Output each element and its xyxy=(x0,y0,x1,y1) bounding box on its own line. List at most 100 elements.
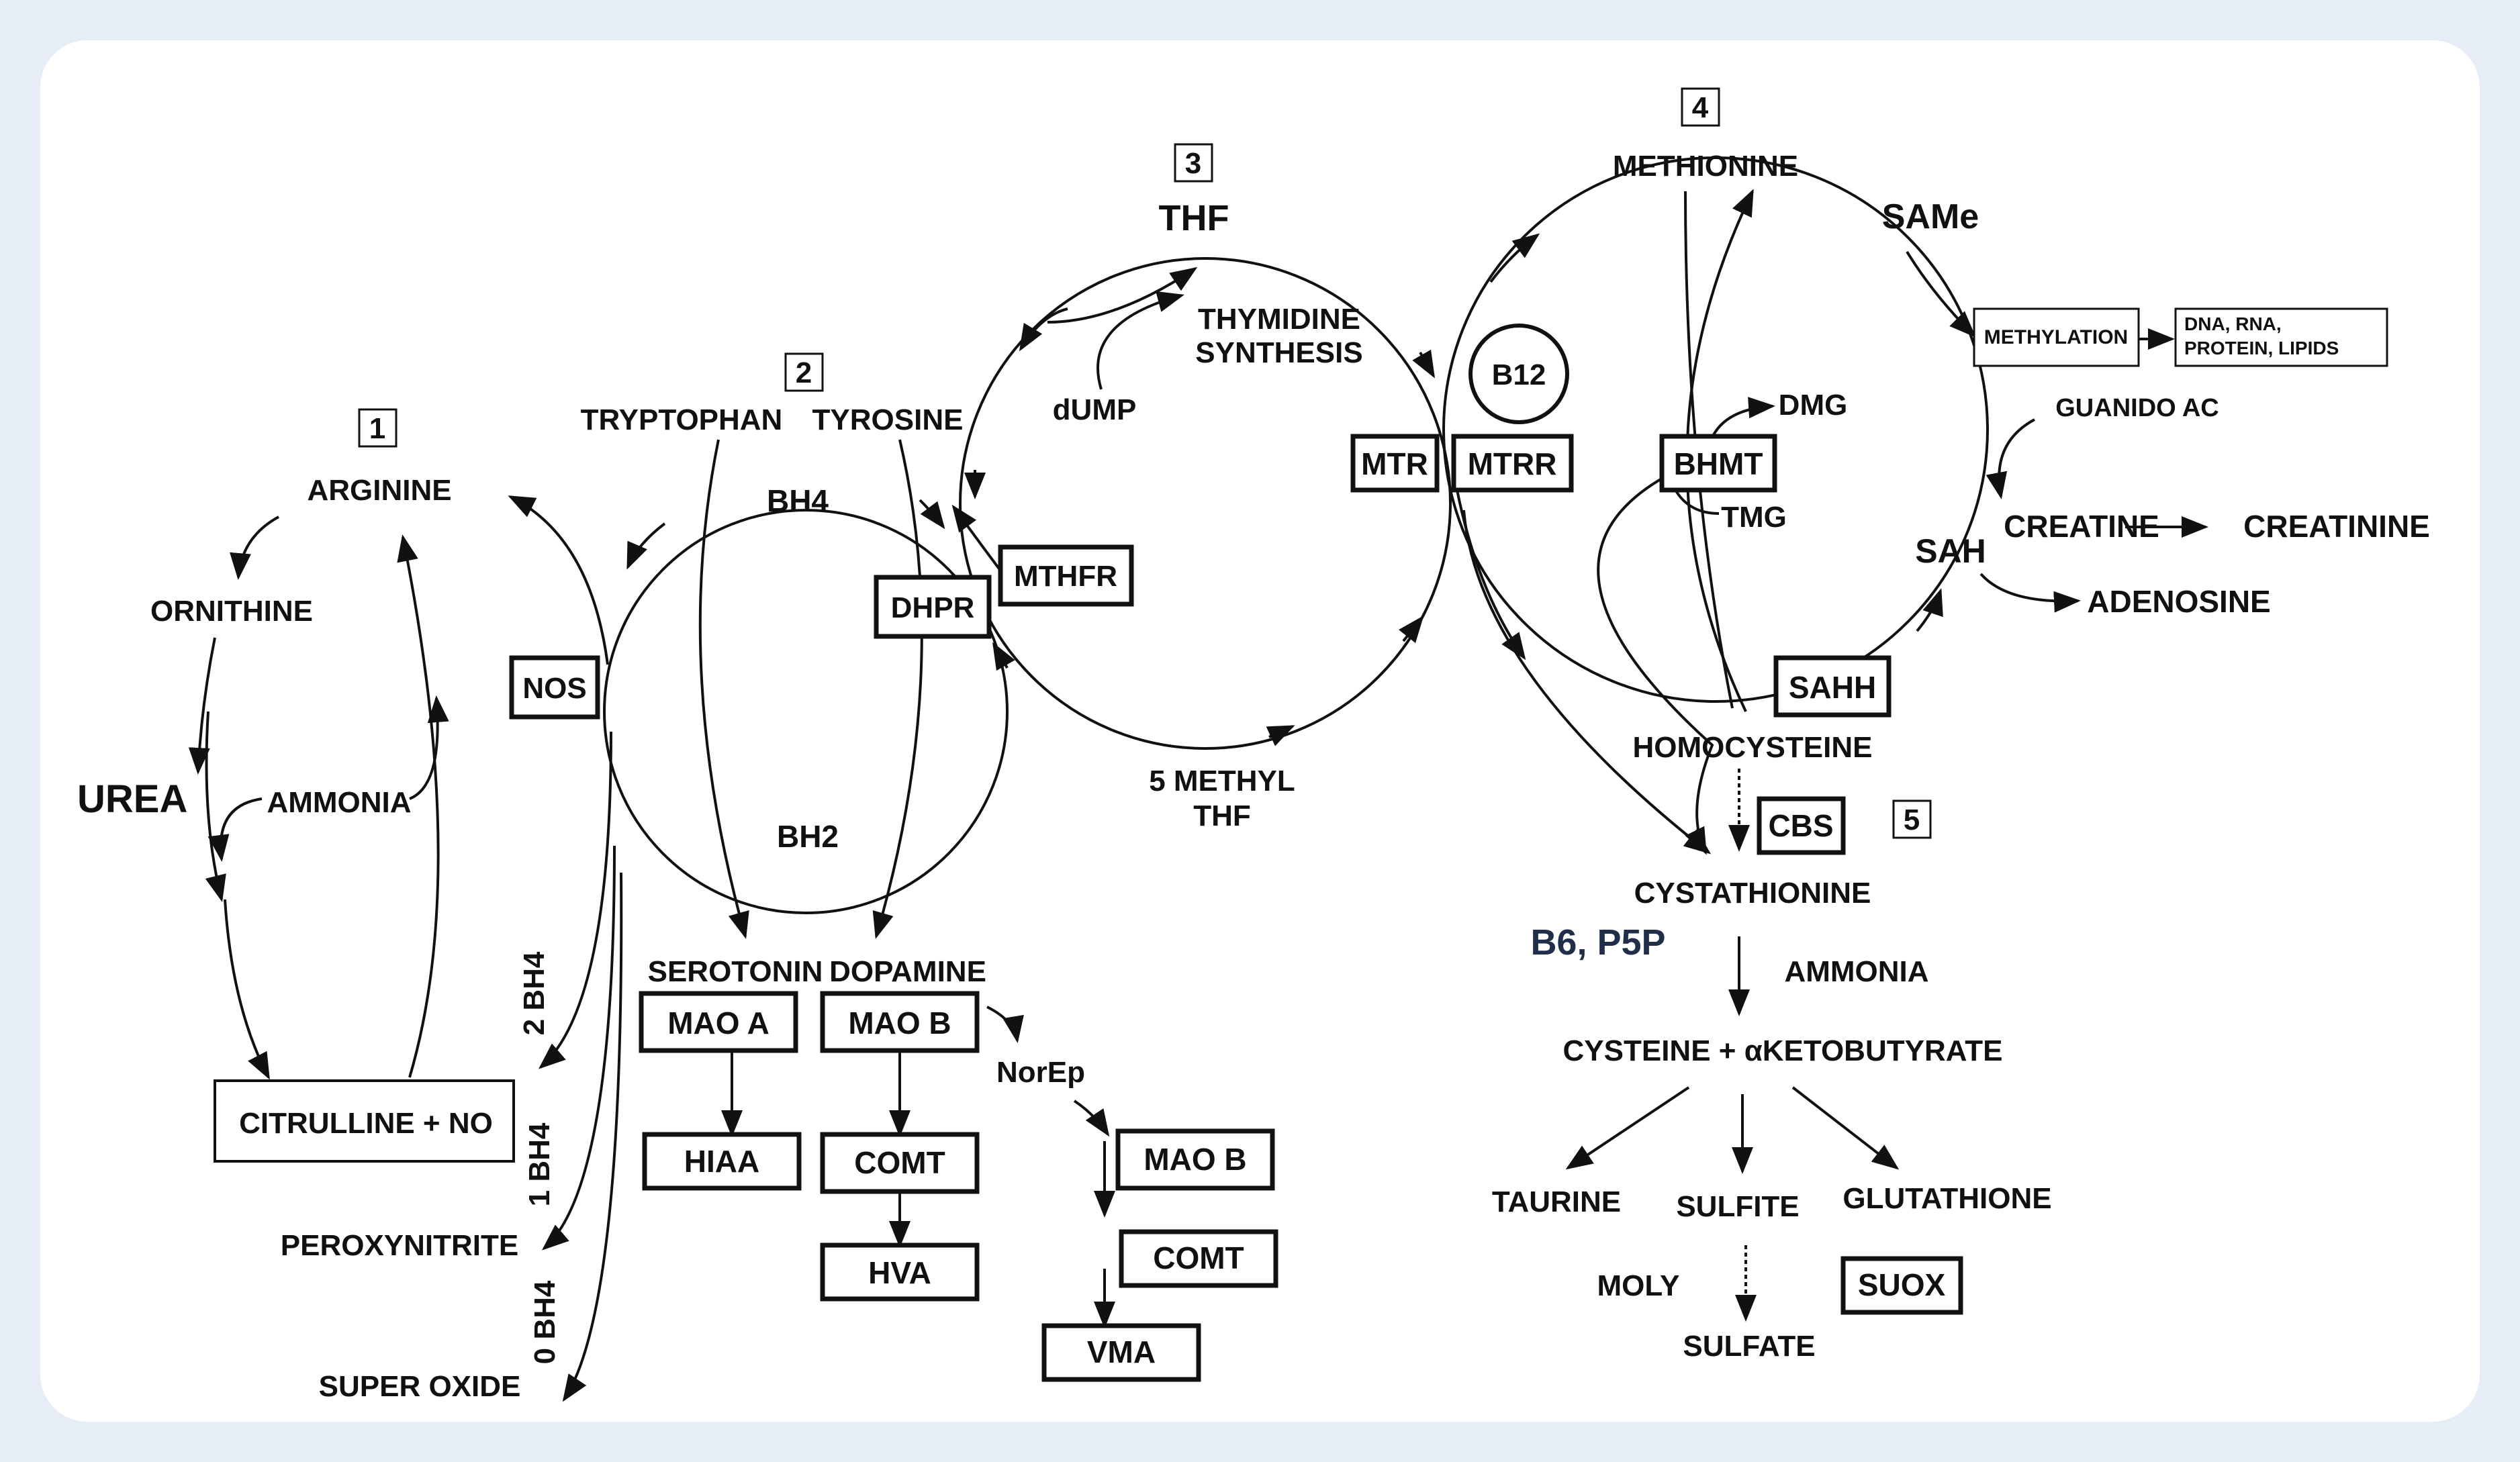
arrow-cysteine-glutathione xyxy=(1791,1086,1900,1170)
section2-number: 2 xyxy=(796,356,812,389)
arrow-sah-up xyxy=(1916,588,1943,632)
citrulline-label: CITRULLINE + NO xyxy=(239,1107,493,1140)
arrow-cycle3-bottom-left xyxy=(992,642,1015,671)
section5-number: 5 xyxy=(1904,803,1920,836)
mthfr-box xyxy=(998,544,1134,607)
sahh-label: SAHH xyxy=(1789,670,1876,705)
super-oxide-label: SUPER OXIDE xyxy=(319,1370,521,1403)
mtr-label: MTR xyxy=(1361,446,1428,481)
dhpr-box xyxy=(874,575,992,639)
methyl-thf-label-line1: 5 METHYL xyxy=(1149,765,1295,797)
comt2-label: COMT xyxy=(1153,1240,1244,1275)
norep-label: NorEp xyxy=(996,1056,1085,1089)
mtrr-label: MTRR xyxy=(1468,446,1557,481)
mtrr-box xyxy=(1451,434,1574,493)
arrow-left-citrulline xyxy=(224,899,270,1080)
arrow-dopamine-norep xyxy=(986,1006,1024,1043)
maoa-box xyxy=(639,991,798,1053)
arrow-peroxynitrite xyxy=(541,845,616,1251)
boxes xyxy=(214,87,2388,1382)
dna-box xyxy=(2174,307,2388,367)
thf-label: THF xyxy=(1159,198,1229,238)
arrow-cycle3-right-top xyxy=(1412,349,1435,379)
arrow-bh4-left xyxy=(626,522,666,570)
arginine-label: ARGININE xyxy=(307,474,451,507)
suox-box xyxy=(1840,1256,1963,1315)
arrow-tryptophan-serotonin xyxy=(698,439,749,939)
maoa-label: MAO A xyxy=(667,1006,769,1040)
dhpr-label: DHPR xyxy=(891,591,975,624)
thymidine-label-line2: SYNTHESIS xyxy=(1195,336,1362,369)
cycle4-circle xyxy=(1442,156,1989,703)
arrow-mtrr-homocysteine xyxy=(1456,489,1526,661)
ammonia-label: AMMONIA xyxy=(267,786,411,819)
same-label: SAMe xyxy=(1882,197,1979,236)
arrow-bh4-right xyxy=(919,499,945,530)
methyl-thf-label-line2: THF xyxy=(1193,799,1251,832)
bhmt-box xyxy=(1659,434,1777,493)
ammonia5-label: AMMONIA xyxy=(1784,955,1928,988)
hva-box xyxy=(820,1242,980,1302)
bh4-0-label: 0 BH4 xyxy=(528,1280,561,1364)
b12-label: B12 xyxy=(1492,358,1546,391)
bh2-label: BH2 xyxy=(777,819,839,854)
sulfite-label: SULFITE xyxy=(1676,1190,1799,1223)
creatinine-label: CREATININE xyxy=(2243,509,2430,544)
dump-label: dUMP xyxy=(1053,393,1137,426)
suox-label: SUOX xyxy=(1858,1267,1946,1302)
nos-label: NOS xyxy=(522,672,586,705)
section3-number: 3 xyxy=(1185,147,1201,180)
labels: 1 2 3 4 5 ARGININE ORNITHINE UREA AMMONI… xyxy=(77,91,2430,1403)
arrow-mthfr-bh4 xyxy=(951,504,1002,572)
citrulline-box xyxy=(214,1079,515,1163)
cbs-label: CBS xyxy=(1768,808,1833,843)
b12-circle xyxy=(1468,324,1569,424)
homocysteine-label: HOMOCYSTEINE xyxy=(1633,731,1873,764)
cycle2-circle xyxy=(603,509,1009,914)
mtr-box xyxy=(1350,434,1440,493)
arrow-same-methylation xyxy=(1906,250,1976,338)
maob2-box xyxy=(1115,1128,1275,1191)
cysteine-label: CYSTEINE + αKETOBUTYRATE xyxy=(1563,1034,2003,1067)
bh4-2-label: 2 BH4 xyxy=(518,951,551,1035)
arrow-dump-thymidine xyxy=(1096,291,1184,390)
maob-label: MAO B xyxy=(848,1006,951,1040)
comt2-box xyxy=(1119,1229,1278,1288)
connectors xyxy=(188,156,2208,1402)
section3-box xyxy=(1174,143,1213,183)
methylation-label: METHYLATION xyxy=(1984,326,2128,348)
hiaa-box xyxy=(642,1132,802,1191)
sulfate-label: SULFATE xyxy=(1683,1330,1815,1363)
tyrosine-label: TYROSINE xyxy=(812,403,964,436)
tryptophan-label: TRYPTOPHAN xyxy=(581,403,783,436)
tmg-label: TMG xyxy=(1721,501,1787,534)
section4-box xyxy=(1681,87,1720,127)
urea-label: UREA xyxy=(77,777,187,821)
arrow-bhmt-homocysteine xyxy=(1597,475,1714,855)
methylation-box xyxy=(1973,307,2140,367)
moly-label: MOLY xyxy=(1597,1269,1679,1302)
dna-label-line1: DNA, RNA, xyxy=(2184,313,2282,334)
arrow-nos-arginine xyxy=(508,495,609,665)
arrow-cycle3-right-bottom xyxy=(1399,615,1424,644)
hiaa-label: HIAA xyxy=(684,1144,759,1179)
comt-label: COMT xyxy=(854,1145,945,1180)
diagram-panel xyxy=(40,40,2480,1422)
peroxynitrite-label: PEROXYNITRITE xyxy=(281,1229,519,1262)
bh4-label: BH4 xyxy=(767,483,829,518)
maob2-label: MAO B xyxy=(1144,1142,1246,1177)
arrow-arginine-ornithine xyxy=(230,516,279,580)
arrow-tyrosine-dopamine xyxy=(872,439,923,939)
vma-label: VMA xyxy=(1087,1334,1156,1369)
glutathione-label: GLUTATHIONE xyxy=(1842,1182,2051,1215)
arrow-thymidine-cycle xyxy=(1019,307,1068,352)
arrow-nos-citrulline xyxy=(538,731,612,1069)
arrow-homocysteine-cystathionine xyxy=(1462,509,1712,855)
comt-box xyxy=(820,1132,980,1194)
sah-label: SAH xyxy=(1915,532,1986,570)
section4-number: 4 xyxy=(1692,91,1709,124)
arrow-guanido-creatine xyxy=(1986,418,2035,499)
cystathionine-label: CYSTATHIONINE xyxy=(1634,877,1871,910)
bh4-1-label: 1 BH4 xyxy=(523,1122,556,1206)
section1-box xyxy=(358,408,398,448)
